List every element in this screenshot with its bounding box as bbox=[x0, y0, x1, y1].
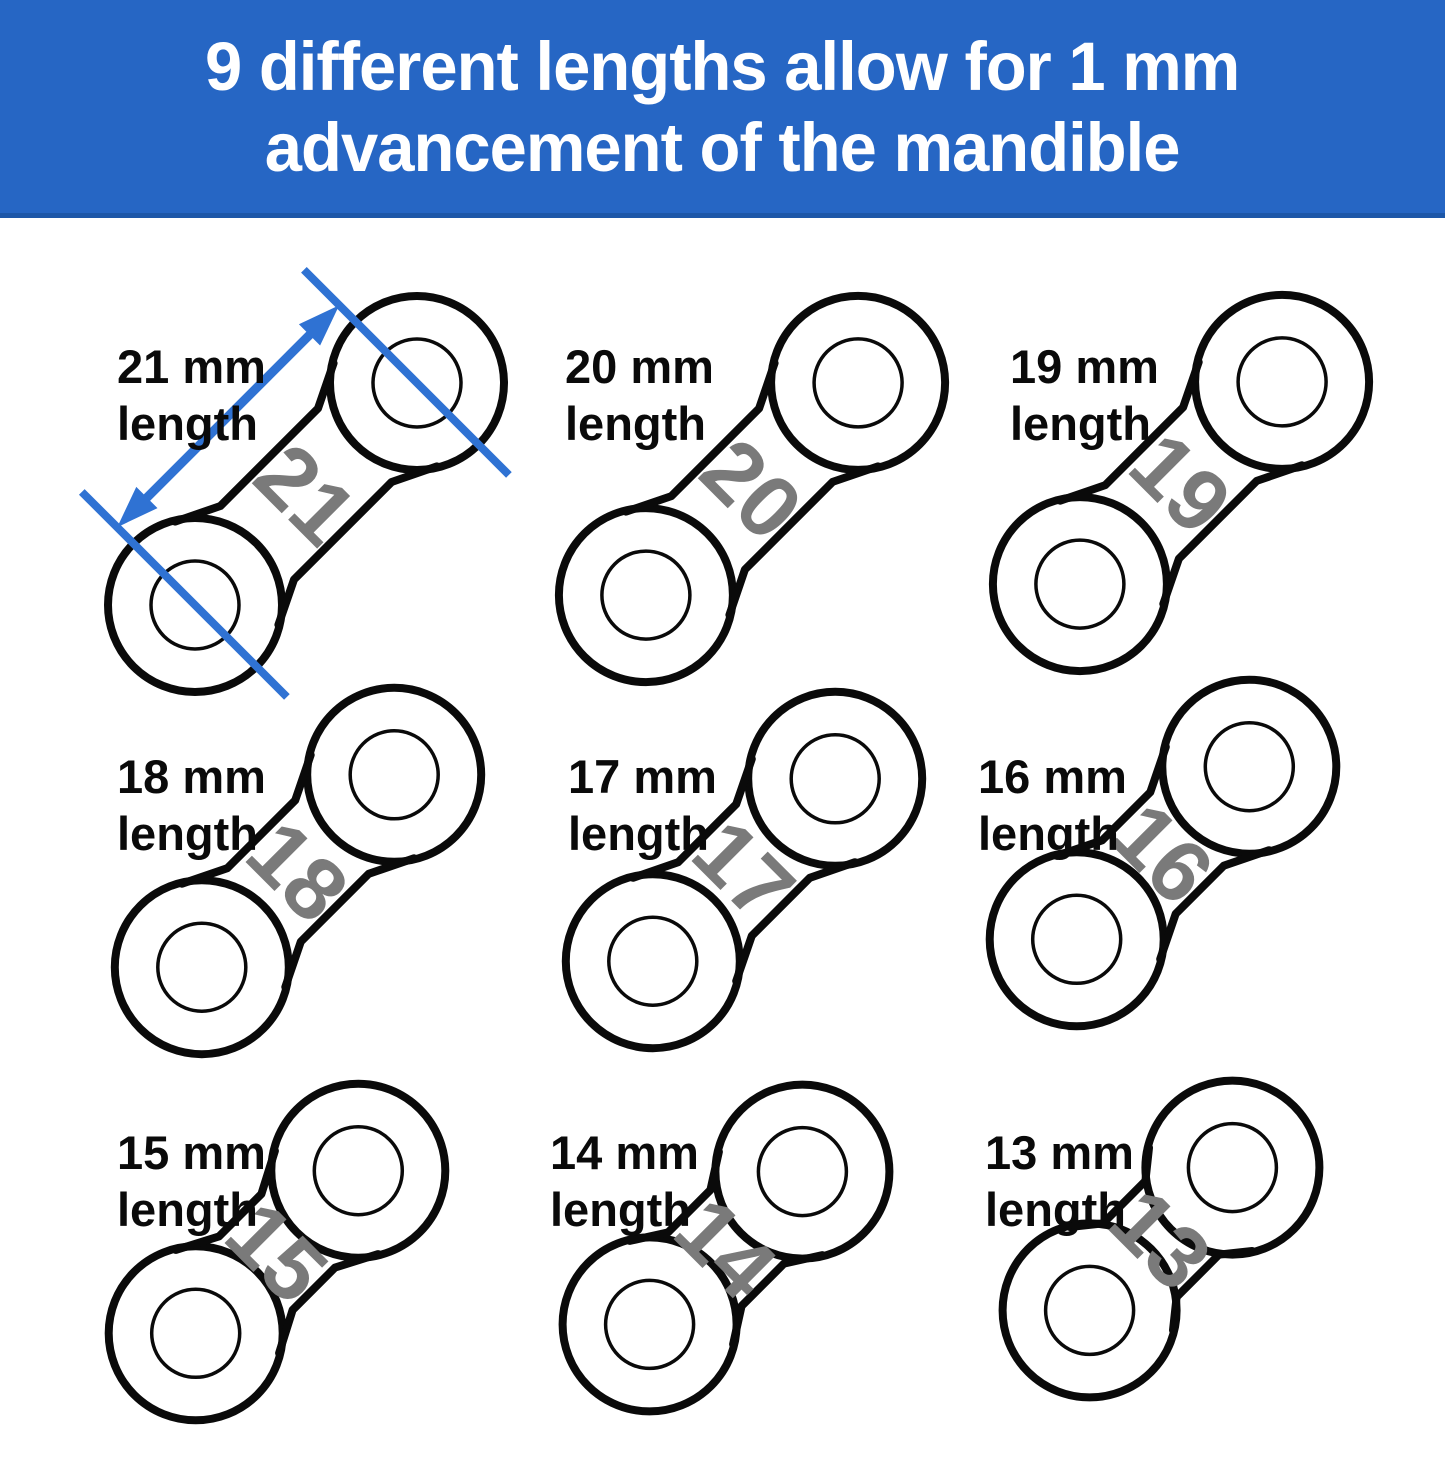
connector-label-15: 15 mm length bbox=[117, 1124, 266, 1238]
connector-label-18: 18 mm length bbox=[117, 748, 266, 862]
title-line-1: 9 different lengths allow for 1 mm bbox=[205, 27, 1240, 105]
bar-edge-lower bbox=[732, 858, 859, 985]
dimension-line bbox=[140, 328, 316, 504]
connector-label-size: 17 mm bbox=[568, 750, 717, 803]
connector-18-figure: 18 bbox=[110, 683, 486, 1059]
outer-ring-bottom bbox=[554, 504, 737, 687]
connector-label-word: length bbox=[1010, 397, 1151, 450]
connector-label-size: 21 mm bbox=[117, 340, 266, 393]
bar-edge-upper bbox=[629, 755, 756, 882]
bar-edge-upper bbox=[625, 1147, 723, 1245]
connector-label-size: 16 mm bbox=[978, 750, 1127, 803]
connector-label-13: 13 mm length bbox=[985, 1124, 1134, 1238]
arrowhead-upper bbox=[298, 305, 340, 346]
outer-ring-top bbox=[1191, 290, 1374, 473]
connector-label-16: 16 mm length bbox=[978, 748, 1127, 862]
connector-label-21: 21 mm length bbox=[117, 338, 266, 452]
connector-label-word: length bbox=[117, 807, 258, 860]
connector-16-figure: 16 bbox=[985, 675, 1341, 1031]
connector-14-figure: 14 bbox=[558, 1080, 894, 1416]
connector-label-word: length bbox=[565, 397, 706, 450]
connector-label-size: 15 mm bbox=[117, 1126, 266, 1179]
ring-hole-top bbox=[348, 729, 440, 821]
connector-label-size: 13 mm bbox=[985, 1126, 1134, 1179]
ring-hole-top bbox=[312, 1124, 405, 1217]
bar-edge-upper bbox=[171, 1146, 279, 1254]
connector-15-figure: 15 bbox=[104, 1079, 450, 1425]
ring-hole-bottom bbox=[607, 915, 699, 1007]
bar-edge-upper bbox=[1065, 1143, 1153, 1231]
bar-edge-upper bbox=[178, 751, 315, 888]
connector-label-word: length bbox=[117, 397, 258, 450]
ring-hole-bottom bbox=[1034, 538, 1126, 630]
outer-ring-bottom bbox=[988, 493, 1171, 676]
ring-hole-bottom bbox=[603, 1278, 696, 1371]
bar-edge-upper bbox=[622, 359, 779, 516]
header-banner: 9 different lengths allow for 1 mm advan… bbox=[0, 0, 1445, 218]
arrowhead-lower bbox=[117, 486, 158, 528]
ring-hole-top bbox=[371, 337, 463, 429]
ring-hole-bottom bbox=[1043, 1264, 1136, 1357]
connector-label-size: 20 mm bbox=[565, 340, 714, 393]
connector-label-17: 17 mm length bbox=[568, 748, 717, 862]
ring-hole-bottom bbox=[600, 549, 692, 641]
extension-line-top bbox=[301, 266, 512, 478]
bar-edge-upper bbox=[1052, 742, 1170, 860]
ring-hole-top bbox=[756, 1125, 849, 1218]
ring-hole-bottom bbox=[149, 1287, 242, 1380]
ring-hole-bottom bbox=[1030, 893, 1123, 986]
connector-label-word: length bbox=[978, 807, 1119, 860]
ring-hole-top bbox=[812, 337, 904, 429]
dimension-arrow-group bbox=[78, 266, 512, 700]
ring-hole-top bbox=[1236, 336, 1328, 428]
ring-hole-bottom bbox=[156, 921, 248, 1013]
ring-hole-bottom bbox=[149, 559, 241, 651]
outer-ring-top bbox=[767, 291, 950, 474]
title-line-2: advancement of the mandible bbox=[265, 108, 1181, 186]
bar-edge-lower bbox=[281, 854, 418, 991]
bar-edge-upper bbox=[1056, 358, 1203, 505]
connector-label-word: length bbox=[550, 1183, 691, 1236]
connector-label-word: length bbox=[117, 1183, 258, 1236]
ring-hole-top bbox=[1203, 720, 1296, 813]
connector-label-size: 18 mm bbox=[117, 750, 266, 803]
page-title: 9 different lengths allow for 1 mm advan… bbox=[205, 26, 1240, 188]
connector-17-figure: 17 bbox=[561, 687, 927, 1053]
bar-edge-lower bbox=[729, 1251, 827, 1349]
bar-edge-lower bbox=[274, 462, 441, 629]
connector-label-20: 20 mm length bbox=[565, 338, 714, 452]
bar-edge-upper bbox=[171, 359, 338, 526]
connector-label-size: 14 mm bbox=[550, 1126, 699, 1179]
bar-edge-lower bbox=[275, 1250, 383, 1358]
extension-line-bottom bbox=[78, 489, 290, 700]
ring-hole-top bbox=[789, 733, 881, 825]
connector-label-size: 19 mm bbox=[1010, 340, 1159, 393]
connector-label-14: 14 mm length bbox=[550, 1124, 699, 1238]
outer-ring-bottom bbox=[110, 876, 293, 1059]
bar-edge-lower bbox=[1169, 1247, 1257, 1335]
ring-hole-top bbox=[1186, 1121, 1279, 1214]
bar-edge-lower bbox=[1159, 461, 1306, 608]
bar-edge-lower bbox=[1156, 846, 1274, 964]
bar-edge-lower bbox=[725, 462, 882, 619]
connector-19-figure: 19 bbox=[988, 290, 1374, 676]
connector-label-word: length bbox=[985, 1183, 1126, 1236]
connector-label-word: length bbox=[568, 807, 709, 860]
connector-label-19: 19 mm length bbox=[1010, 338, 1159, 452]
